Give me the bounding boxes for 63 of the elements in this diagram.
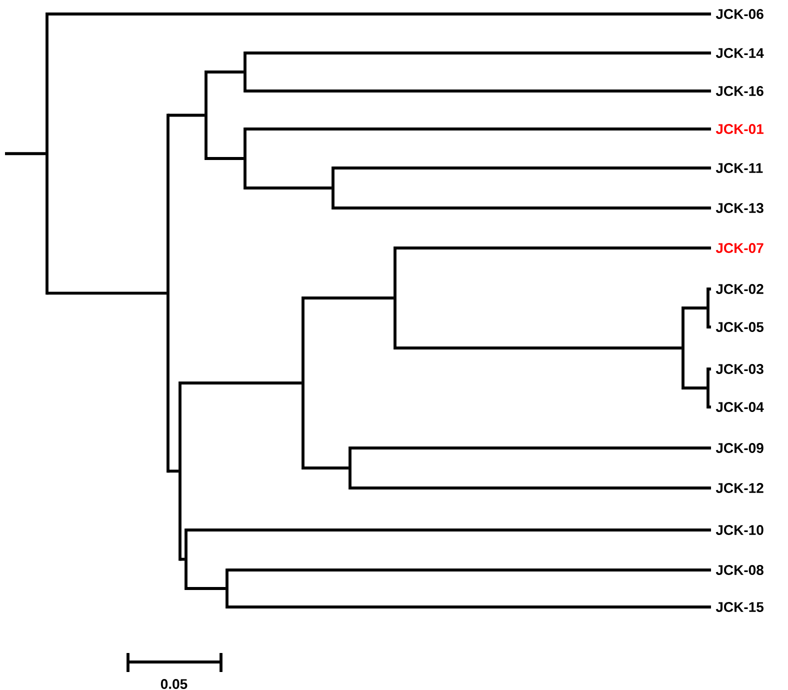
branch-bar bbox=[46, 12, 48, 295]
leaf-label: JCK-08 bbox=[716, 565, 764, 575]
tree-branch bbox=[303, 296, 394, 300]
branch-bar bbox=[706, 288, 710, 328]
branch-bar bbox=[332, 166, 334, 210]
leaf-label: JCK-06 bbox=[716, 9, 764, 19]
branch-bar bbox=[178, 382, 182, 561]
branch-bar bbox=[204, 70, 208, 160]
branch-bar bbox=[706, 368, 710, 408]
branch-bar bbox=[166, 114, 170, 473]
tree-branch bbox=[227, 606, 711, 608]
tree-branch bbox=[206, 157, 244, 160]
tree-branch bbox=[395, 246, 711, 250]
tree-branch bbox=[303, 466, 349, 470]
branch-bar bbox=[244, 128, 246, 190]
leaf-label: JCK-16 bbox=[716, 86, 764, 96]
tree-branch bbox=[47, 12, 711, 16]
leaf-label: JCK-05 bbox=[716, 322, 764, 332]
tree-branch bbox=[708, 288, 711, 290]
branch-bar bbox=[244, 52, 246, 92]
tree-branch bbox=[186, 587, 226, 590]
scale-label: 0.05 bbox=[160, 679, 188, 689]
leaf-label: JCK-11 bbox=[716, 163, 763, 173]
branch-bar bbox=[682, 306, 684, 390]
tree-branch bbox=[245, 52, 711, 54]
tree-branch bbox=[168, 470, 179, 473]
tree-branch bbox=[333, 206, 711, 210]
tree-branch bbox=[206, 70, 244, 74]
branch-bar bbox=[348, 446, 352, 490]
tree-branch bbox=[395, 346, 682, 350]
tree-branch bbox=[47, 292, 167, 295]
leaf-label: JCK-12 bbox=[716, 483, 764, 493]
tree-branch bbox=[708, 406, 711, 408]
tree-branch bbox=[186, 528, 711, 532]
tree-branch bbox=[180, 382, 302, 384]
tree-branch bbox=[245, 128, 711, 130]
leaf-label: JCK-02 bbox=[716, 284, 764, 294]
leaf-label: JCK-01 bbox=[716, 124, 764, 134]
tree-branch bbox=[180, 558, 185, 561]
branch-bar bbox=[184, 528, 188, 590]
tree-branch bbox=[227, 568, 711, 572]
branch-bar bbox=[226, 568, 228, 608]
tree-branch bbox=[683, 306, 707, 310]
branch-bar bbox=[302, 296, 304, 470]
leaf-label: JCK-07 bbox=[716, 243, 764, 253]
leaf-label: JCK-14 bbox=[716, 48, 764, 58]
leaf-label: JCK-04 bbox=[716, 402, 764, 412]
leaf-label: JCK-03 bbox=[716, 364, 764, 374]
tree-branch bbox=[5, 152, 46, 156]
branch-bar bbox=[394, 246, 396, 350]
tree-branch bbox=[708, 368, 711, 370]
tree-branch bbox=[168, 114, 205, 117]
tree-branch bbox=[245, 90, 711, 92]
leaf-label: JCK-15 bbox=[716, 602, 764, 612]
tree-branch bbox=[683, 386, 707, 390]
tree-branch bbox=[245, 186, 332, 190]
tree-branch bbox=[350, 486, 711, 490]
tree-branch bbox=[350, 446, 711, 450]
leaf-label: JCK-10 bbox=[716, 525, 764, 535]
leaf-label: JCK-09 bbox=[716, 443, 764, 453]
tree-branch bbox=[708, 326, 711, 328]
leaf-label: JCK-13 bbox=[716, 203, 764, 213]
tree-branch bbox=[333, 166, 711, 170]
